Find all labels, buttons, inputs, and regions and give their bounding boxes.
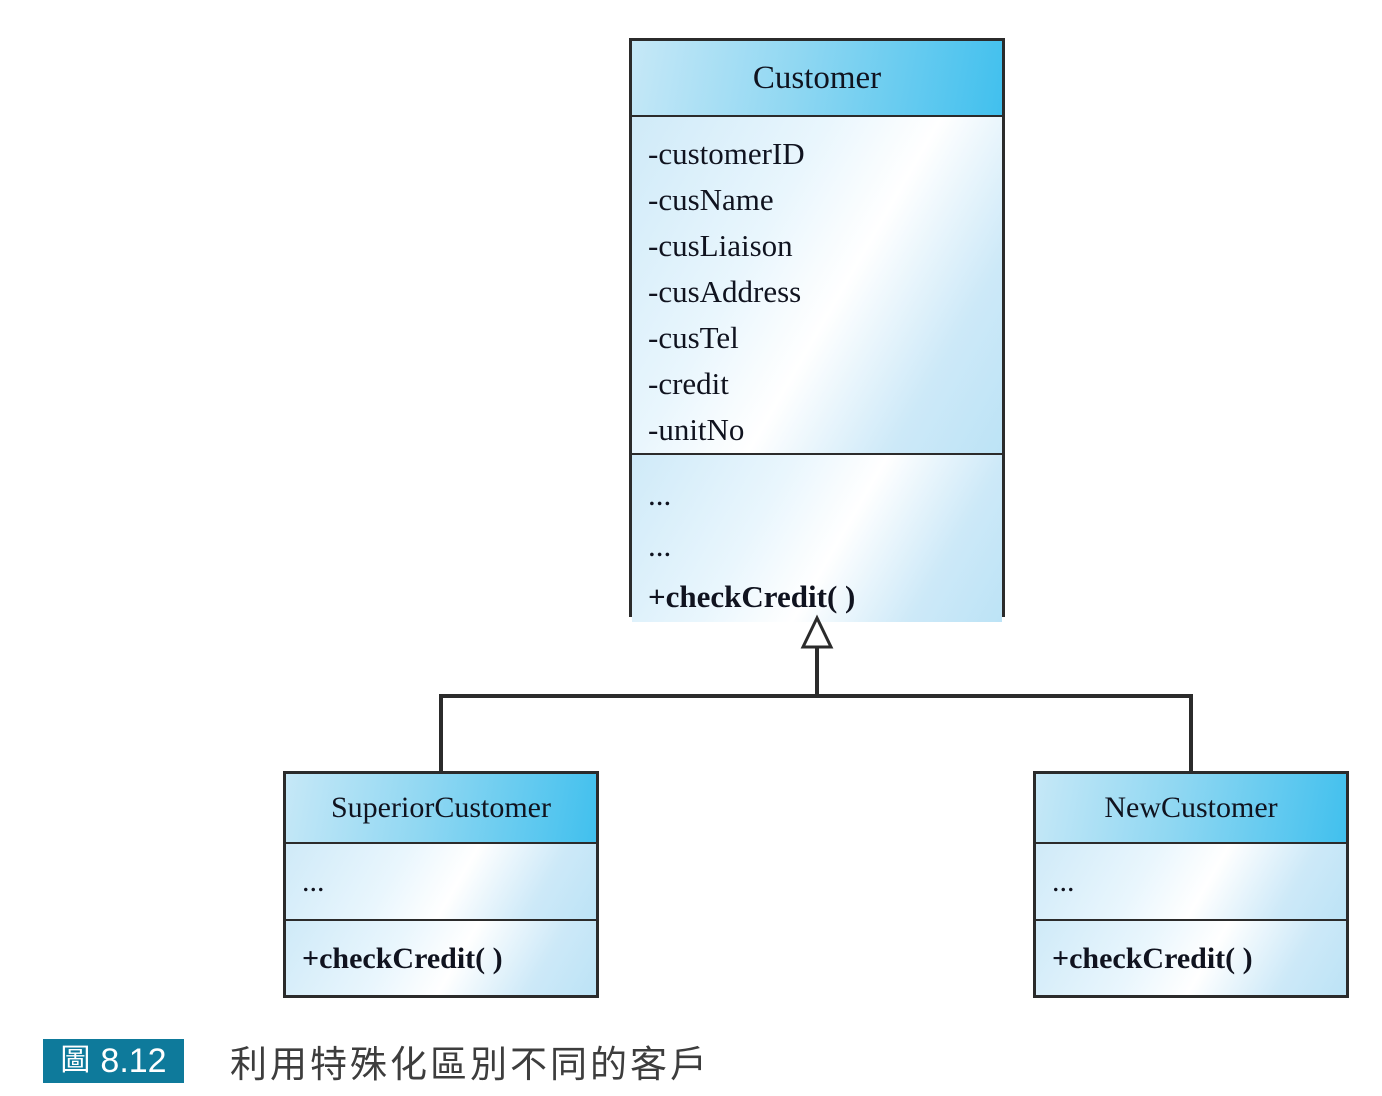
attribute-line: -cusLiaison — [648, 228, 793, 263]
attribute-line: -customerID — [648, 136, 805, 171]
method-line: +checkCredit( ) — [1052, 942, 1253, 975]
attribute-line: ... — [302, 865, 325, 898]
new-customer-attributes-compartment: ... — [1036, 842, 1346, 919]
attribute-line: -cusName — [648, 182, 774, 217]
method-line: ... — [648, 477, 672, 512]
figure-caption-row: 圖 8.12 利用特殊化區別不同的客戶 — [43, 1038, 710, 1085]
figure-badge: 圖 8.12 — [43, 1039, 184, 1083]
customer-methods-compartment: ... ... +checkCredit( ) — [632, 453, 1002, 622]
class-box-customer: Customer -customerID -cusName -cusLiaiso… — [629, 38, 1005, 622]
class-box-new-customer: NewCustomer ... +checkCredit( ) — [1033, 771, 1349, 998]
figure-badge-label: 圖 — [60, 1044, 91, 1077]
inheritance-triangle-icon — [800, 614, 834, 649]
attribute-line: -cusAddress — [648, 274, 802, 309]
attribute-line: -cusTel — [648, 320, 739, 355]
attribute-line: ... — [1052, 865, 1075, 898]
class-title-superior-customer: SuperiorCustomer — [286, 774, 596, 842]
class-title-customer: Customer — [632, 41, 1002, 115]
superior-customer-methods-compartment: +checkCredit( ) — [286, 919, 596, 995]
class-title-new-customer: NewCustomer — [1036, 774, 1346, 842]
figure-badge-number: 8.12 — [100, 1042, 167, 1080]
method-line: +checkCredit( ) — [302, 942, 503, 975]
method-line: +checkCredit( ) — [648, 579, 856, 614]
customer-attributes-compartment: -customerID -cusName -cusLiaison -cusAdd… — [632, 115, 1002, 453]
superior-customer-attributes-compartment: ... — [286, 842, 596, 919]
class-box-superior-customer: SuperiorCustomer ... +checkCredit( ) — [283, 771, 599, 998]
generalization-line — [439, 694, 1193, 771]
method-line: ... — [648, 528, 672, 563]
attribute-line: -credit — [648, 366, 729, 401]
new-customer-methods-compartment: +checkCredit( ) — [1036, 919, 1346, 995]
figure-caption-text: 利用特殊化區別不同的客戶 — [230, 1044, 710, 1085]
attribute-line: -unitNo — [648, 412, 745, 447]
